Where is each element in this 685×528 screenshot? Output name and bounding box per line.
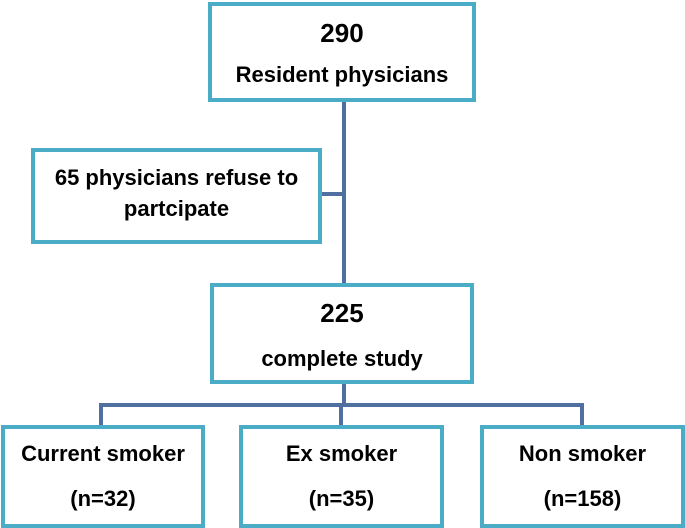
excluded-text-line1: 65 physicians refuse to: [54, 165, 299, 191]
excluded-box: 65 physicians refuse to partcipate: [31, 148, 322, 244]
total-label: Resident physicians: [235, 62, 449, 87]
completed-count: 225: [320, 298, 364, 328]
excluded-text-line2: partcipate: [123, 196, 230, 221]
ex-smoker-label: Ex smoker: [285, 441, 398, 466]
current-smoker-box: Current smoker (n=32): [1, 425, 205, 528]
ex-smoker-box: Ex smoker (n=35): [239, 425, 444, 528]
completed-label: complete study: [261, 346, 423, 371]
current-smoker-count: (n=32): [70, 486, 136, 511]
total-physicians-box: 290 Resident physicians: [208, 2, 476, 102]
completed-box: 225 complete study: [210, 283, 474, 384]
total-count: 290: [320, 18, 364, 48]
ex-smoker-count: (n=35): [308, 486, 375, 511]
non-smoker-label: Non smoker: [518, 441, 647, 466]
current-smoker-label: Current smoker: [21, 441, 185, 466]
non-smoker-box: Non smoker (n=158): [480, 425, 685, 528]
non-smoker-count: (n=158): [543, 486, 622, 511]
